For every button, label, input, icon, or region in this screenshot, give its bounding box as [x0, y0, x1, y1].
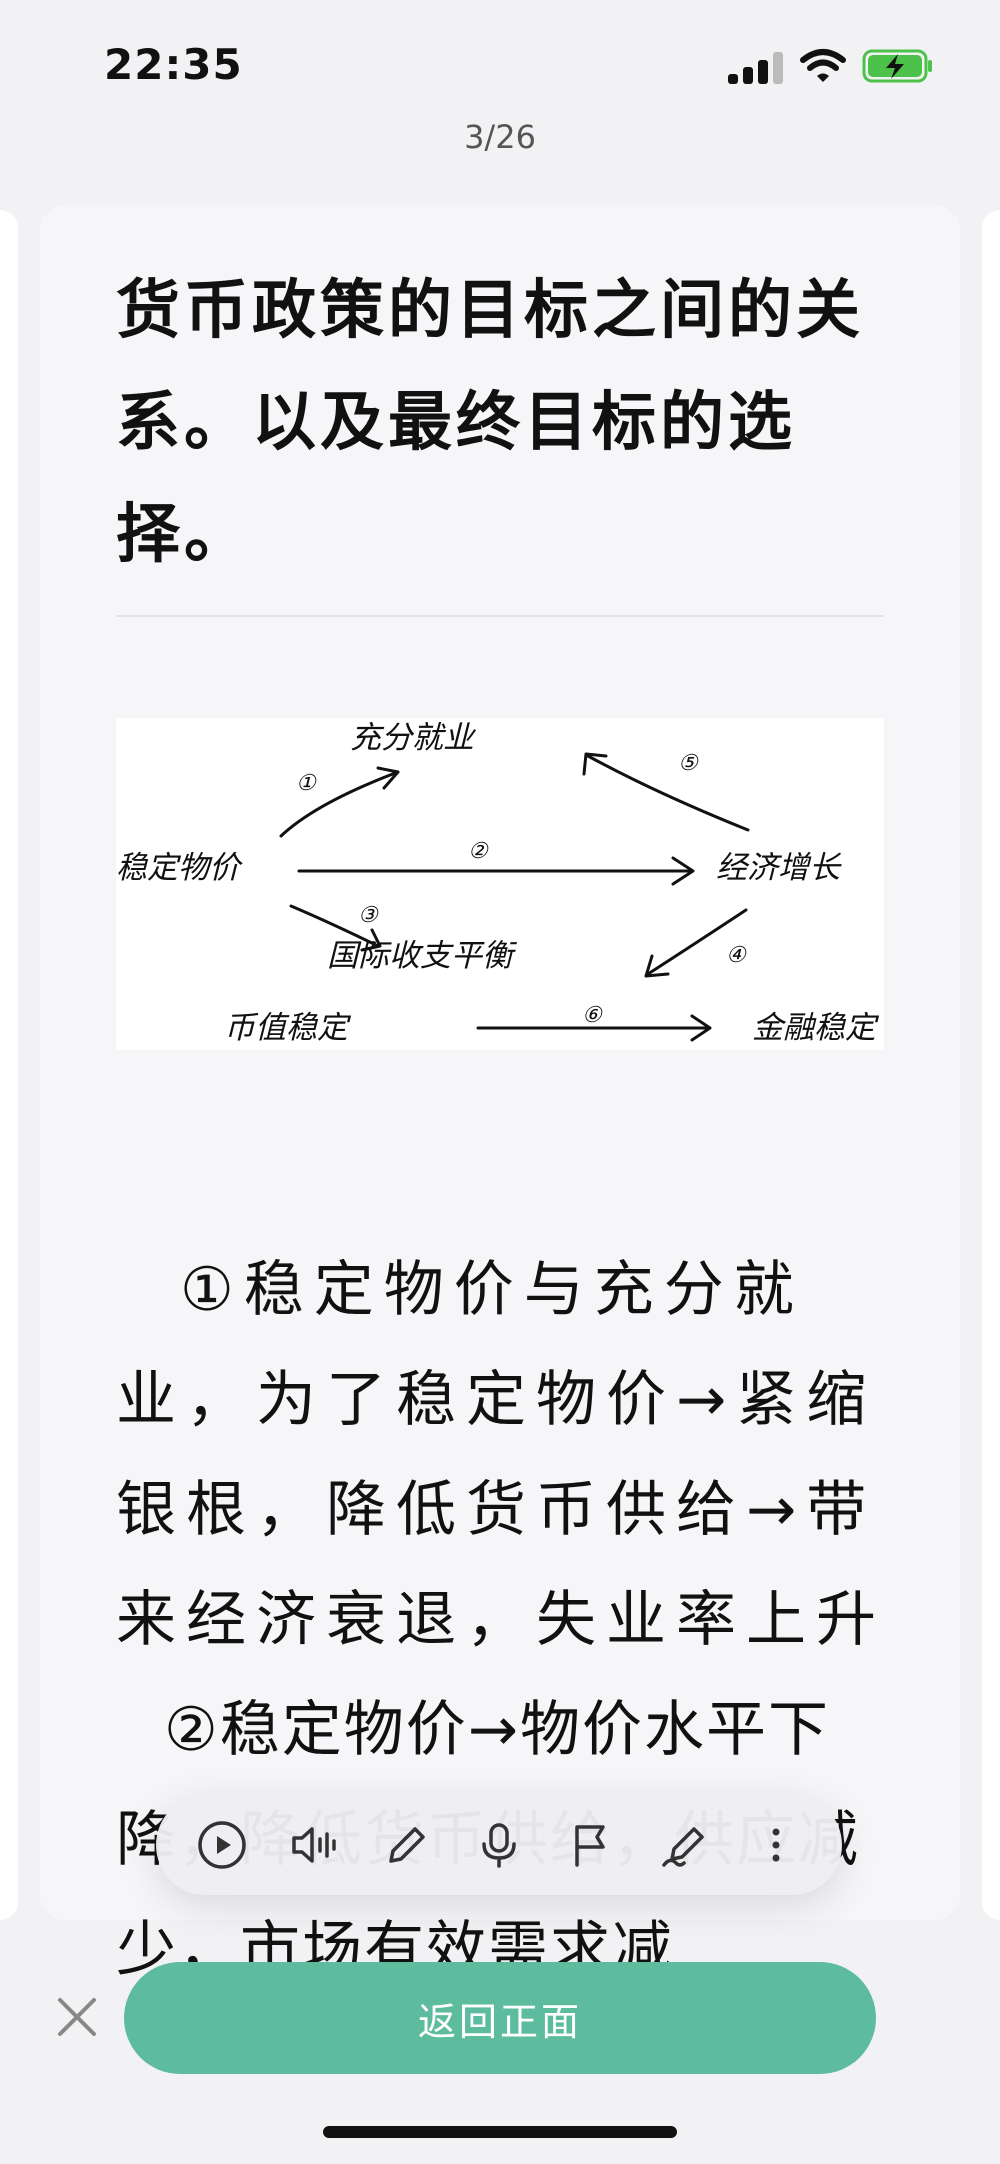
marker-1: ① — [296, 771, 317, 796]
record-button[interactable] — [469, 1815, 529, 1875]
handwriting-icon — [661, 1827, 704, 1867]
body-paragraph-1: ①稳定物价与充分就业，为了稳定物价→紧缩银根，降低货币供给→带来经济衰退，失业率… — [116, 1255, 886, 1655]
flashcard-back[interactable]: 货币政策的目标之间的关系。以及最终目标的选择。 充分就业 稳定物价 经济增长 国… — [40, 205, 960, 1985]
arrow-4 — [646, 908, 748, 976]
label-financial-stability: 金融稳定 — [752, 1010, 880, 1046]
arrow-3 — [289, 904, 380, 948]
arrow-5 — [586, 754, 750, 832]
label-balance-of-payments: 国际收支平衡 — [327, 938, 518, 974]
card-toolbar — [156, 1795, 842, 1895]
label-currency-stability: 币值稳定 — [224, 1010, 352, 1046]
more-button[interactable] — [746, 1815, 806, 1875]
status-bar: 22:35 — [0, 0, 1000, 120]
handwritten-diagram: 充分就业 稳定物价 经济增长 国际收支平衡 币值稳定 金融稳定 ① ② — [116, 718, 884, 1050]
marker-2: ② — [468, 839, 489, 864]
arrow-1 — [279, 770, 400, 838]
label-full-employment: 充分就业 — [350, 720, 477, 756]
page-counter: 3/26 — [464, 118, 536, 156]
close-icon[interactable] — [52, 1992, 102, 2042]
previous-card-edge[interactable] — [0, 210, 18, 1920]
label-stable-prices: 稳定物价 — [116, 850, 243, 886]
marker-5: ⑤ — [678, 751, 699, 776]
next-card-edge[interactable] — [982, 210, 1000, 1920]
battery-charging-icon — [862, 49, 932, 83]
read-aloud-button[interactable] — [284, 1815, 344, 1875]
back-to-front-button[interactable]: 返回正面 — [124, 1962, 876, 2074]
wifi-icon — [800, 49, 846, 82]
more-icon — [772, 1828, 780, 1862]
marker-4: ④ — [726, 943, 747, 968]
flag-icon — [575, 1825, 606, 1867]
pencil-icon — [388, 1827, 425, 1863]
marker-6: ⑥ — [582, 1003, 603, 1028]
label-economic-growth: 经济增长 — [716, 850, 842, 886]
edit-button[interactable] — [377, 1815, 437, 1875]
flag-button[interactable] — [561, 1815, 621, 1875]
handwriting-button[interactable] — [654, 1815, 714, 1875]
status-time: 22:35 — [104, 40, 243, 89]
play-icon — [198, 1821, 246, 1869]
cellular-signal-icon — [728, 52, 783, 84]
play-button[interactable] — [192, 1815, 252, 1875]
card-title: 货币政策的目标之间的关系。以及最终目标的选择。 — [116, 274, 864, 572]
marker-3: ③ — [358, 903, 379, 928]
title-divider — [116, 615, 884, 617]
microphone-icon — [482, 1823, 516, 1868]
home-indicator[interactable] — [323, 2126, 677, 2138]
speaker-icon — [292, 1827, 337, 1863]
